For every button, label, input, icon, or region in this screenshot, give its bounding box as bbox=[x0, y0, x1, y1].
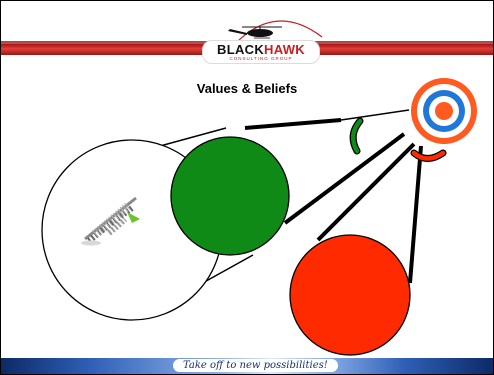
connector-line bbox=[316, 142, 416, 242]
red-arc-bracket bbox=[411, 150, 446, 161]
green-arc-bracket bbox=[350, 118, 363, 154]
logo-wordmark: BLACKHAWK bbox=[203, 43, 319, 56]
spiral-staircase-image bbox=[81, 196, 140, 246]
logo-word-red: HAWK bbox=[264, 42, 305, 57]
connector-line bbox=[408, 145, 423, 284]
company-logo: BLACKHAWK CONSULTING GROUP bbox=[198, 9, 328, 65]
green-circle bbox=[170, 136, 290, 256]
logo-word-black: BLACK bbox=[217, 42, 265, 57]
logo-plate: BLACKHAWK CONSULTING GROUP bbox=[202, 40, 320, 64]
slide-title: Values & Beliefs bbox=[196, 81, 298, 96]
logo-subtitle: CONSULTING GROUP bbox=[229, 56, 293, 61]
connector-line bbox=[198, 254, 254, 286]
bullseye-target-icon bbox=[411, 78, 477, 144]
helicopter-icon bbox=[228, 20, 323, 42]
connector-line bbox=[244, 118, 342, 130]
red-circle bbox=[289, 234, 411, 356]
footer-tagline: Take off to new possibilities! bbox=[173, 359, 338, 372]
connector-line bbox=[340, 109, 410, 121]
connector-line bbox=[283, 132, 406, 225]
